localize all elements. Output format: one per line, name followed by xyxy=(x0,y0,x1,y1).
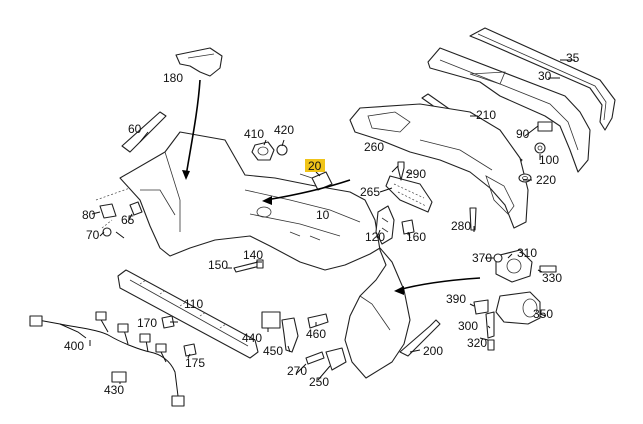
part-200-trim-strip[interactable] xyxy=(399,319,441,357)
part-440-bracket[interactable] xyxy=(261,311,281,329)
part-80-bracket[interactable] xyxy=(99,203,117,219)
part-140-bolt[interactable] xyxy=(233,259,264,273)
part-65-clip[interactable] xyxy=(129,201,143,216)
label-30: 30 xyxy=(538,69,552,83)
label-390: 390 xyxy=(446,292,466,306)
label-70: 70 xyxy=(86,228,100,242)
part-20-cap[interactable] xyxy=(299,171,333,191)
label-140: 140 xyxy=(243,248,263,262)
part-220-washer[interactable] xyxy=(518,173,532,183)
label-250: 250 xyxy=(309,375,329,389)
label-100: 100 xyxy=(539,153,559,167)
label-210: 210 xyxy=(476,108,496,122)
part-70-screw[interactable] xyxy=(102,227,112,237)
part-175-nut[interactable] xyxy=(183,343,197,357)
label-370: 370 xyxy=(472,251,492,265)
label-175: 175 xyxy=(185,356,205,370)
part-350-actuator[interactable] xyxy=(495,291,541,325)
part-160-clip[interactable] xyxy=(401,219,415,235)
part-100-nut[interactable] xyxy=(534,142,546,154)
label-430: 430 xyxy=(104,383,124,397)
part-260-lower-diffuser[interactable] xyxy=(349,103,529,229)
label-460: 460 xyxy=(306,327,326,341)
label-420: 420 xyxy=(274,123,294,137)
label-440: 440 xyxy=(242,331,262,345)
part-90-clip[interactable] xyxy=(537,121,553,132)
label-80: 80 xyxy=(82,208,96,222)
label-20: 20 xyxy=(308,159,322,173)
part-410-socket[interactable] xyxy=(251,141,275,161)
part-430-connector[interactable] xyxy=(111,371,127,383)
label-120: 120 xyxy=(365,230,385,244)
part-270-strip[interactable] xyxy=(305,351,325,365)
label-180: 180 xyxy=(163,71,183,85)
part-320-bolt[interactable] xyxy=(487,339,495,351)
label-310: 310 xyxy=(517,246,537,260)
assembly-arrows xyxy=(182,79,481,295)
part-300-bracket[interactable] xyxy=(485,311,495,339)
label-60: 60 xyxy=(128,122,142,136)
label-200: 200 xyxy=(423,344,443,358)
label-160: 160 xyxy=(406,230,426,244)
part-290-screw[interactable] xyxy=(397,161,405,181)
part-170-clip[interactable] xyxy=(161,315,175,329)
part-450-mount[interactable] xyxy=(281,317,299,353)
part-180-bracket[interactable] xyxy=(175,47,223,77)
part-265-grille[interactable] xyxy=(385,175,433,213)
part-370-screw[interactable] xyxy=(493,253,503,263)
label-300: 300 xyxy=(458,319,478,333)
label-280: 280 xyxy=(451,219,471,233)
label-290: 290 xyxy=(406,167,426,181)
part-460-trim[interactable] xyxy=(307,313,329,329)
label-400: 400 xyxy=(64,339,84,353)
label-410: 410 xyxy=(244,127,264,141)
label-150: 150 xyxy=(208,258,228,272)
part-35-trim-strip[interactable] xyxy=(469,27,616,131)
label-220: 220 xyxy=(536,173,556,187)
part-310-sensor[interactable] xyxy=(495,249,533,283)
label-330: 330 xyxy=(542,271,562,285)
label-170: 170 xyxy=(137,316,157,330)
part-labels: 35 30 180 210 60 410 420 90 260 20 100 2… xyxy=(64,51,580,397)
part-10-bumper-cover[interactable] xyxy=(119,131,411,379)
label-350: 350 xyxy=(533,307,553,321)
label-265: 265 xyxy=(360,185,380,199)
label-450: 450 xyxy=(263,344,283,358)
part-250-piece[interactable] xyxy=(325,347,347,371)
label-260: 260 xyxy=(364,140,384,154)
part-30-diffuser-panel[interactable] xyxy=(427,47,591,173)
label-110: 110 xyxy=(184,297,203,311)
part-60-side-trim[interactable] xyxy=(121,111,167,153)
part-390-clip[interactable] xyxy=(473,299,489,315)
label-20-highlight xyxy=(305,159,325,172)
label-10: 10 xyxy=(316,208,330,222)
label-90: 90 xyxy=(516,127,530,141)
label-35: 35 xyxy=(566,51,580,65)
part-120-mount[interactable] xyxy=(375,205,395,245)
label-270: 270 xyxy=(287,364,307,378)
label-320: 320 xyxy=(467,336,487,350)
part-110-impact-bar[interactable] xyxy=(117,269,259,359)
part-280-bolt[interactable] xyxy=(469,207,477,231)
part-400-wiring-harness[interactable] xyxy=(29,311,185,407)
part-330-bolt[interactable] xyxy=(539,265,557,273)
label-65: 65 xyxy=(121,213,135,227)
part-420-seal[interactable] xyxy=(276,144,288,156)
